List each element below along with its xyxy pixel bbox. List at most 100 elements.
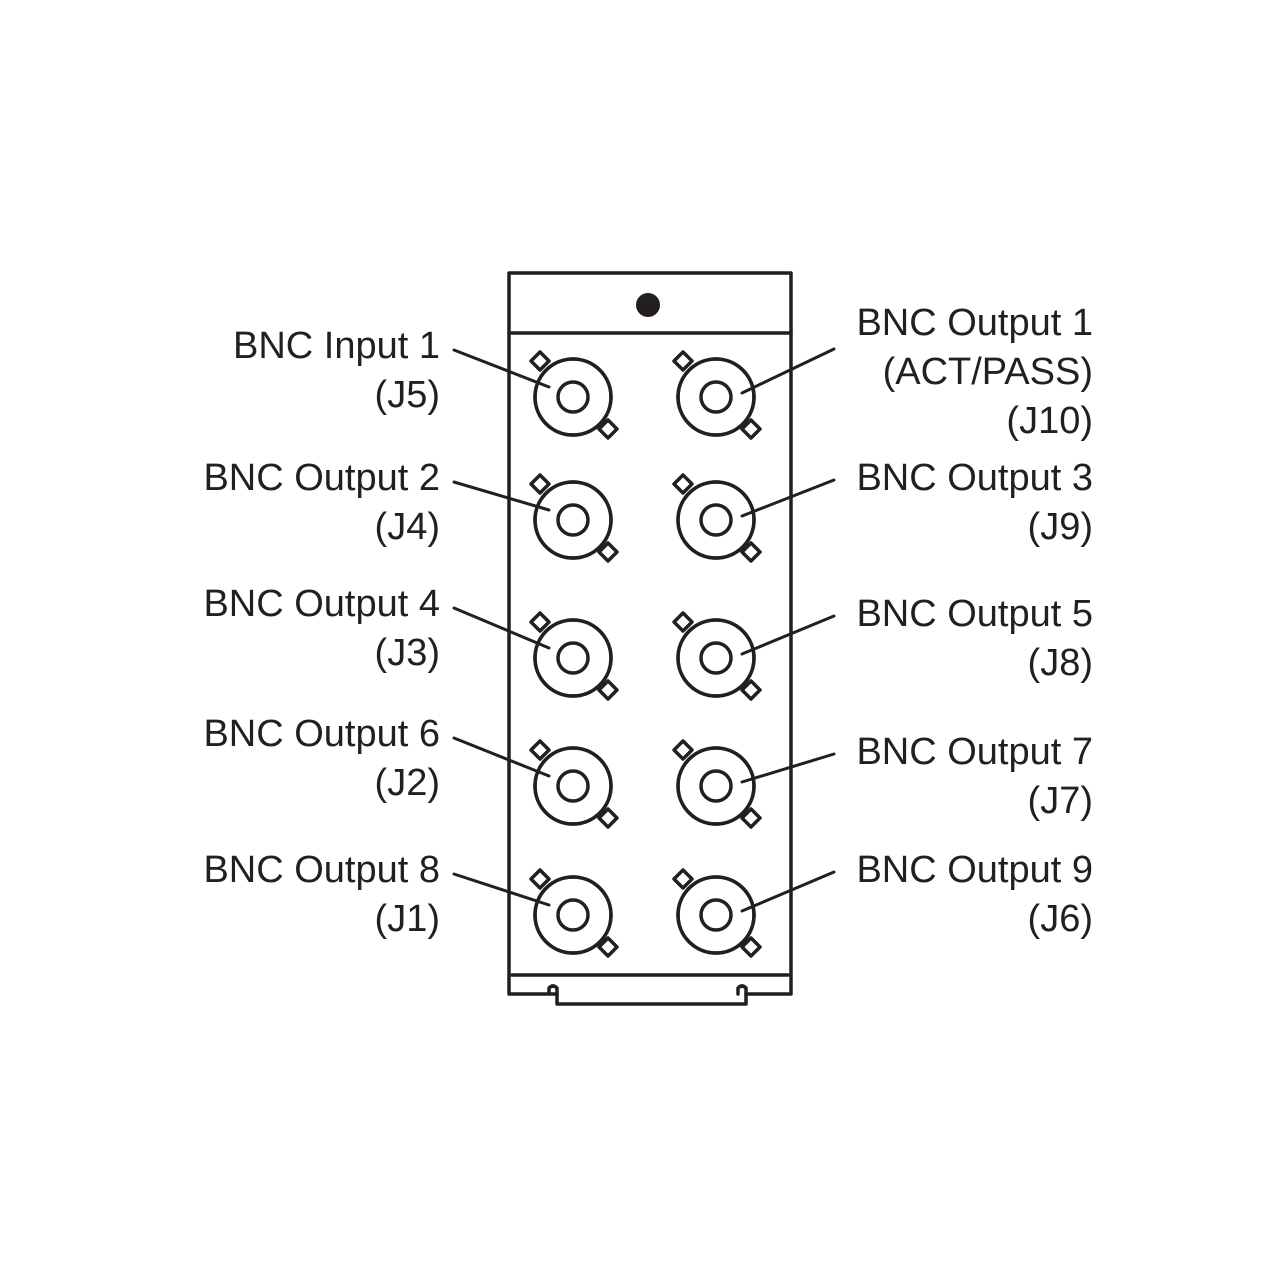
connector-designator: (J1) <box>375 898 440 940</box>
connector-name: BNC Output 6 <box>203 713 440 755</box>
bnc-center-pin <box>699 503 733 537</box>
bnc-bayonet-tab <box>672 739 694 761</box>
connector-label-left-4: BNC Output 6 (J2) <box>203 713 440 804</box>
bnc-bayonet-tab <box>597 679 619 701</box>
bnc-bayonet-tab <box>672 473 694 495</box>
connector-name: BNC Output 7 <box>856 731 1093 773</box>
bnc-bayonet-tab <box>597 541 619 563</box>
bnc-ring-overlay <box>676 357 756 437</box>
rear-panel <box>507 271 793 1006</box>
connector-name: BNC Output 4 <box>203 583 440 625</box>
bnc-ring-overlay <box>676 746 756 826</box>
bnc-center-pin <box>556 769 590 803</box>
bnc-bayonet-tab <box>672 350 694 372</box>
connector-designator: (J6) <box>1028 898 1093 940</box>
bnc-center-pin <box>556 380 590 414</box>
bnc-connector-icon <box>529 611 619 701</box>
panel-outline <box>507 271 793 1006</box>
connector-designator: (J8) <box>1028 642 1093 684</box>
bnc-ring-overlay <box>676 480 756 560</box>
bnc-connector-icon <box>529 473 619 563</box>
connector-name: BNC Output 9 <box>856 849 1093 891</box>
connector-designator: (J3) <box>375 632 440 674</box>
connector-name: BNC Output 1 <box>856 302 1093 344</box>
connector-designator: (J9) <box>1028 506 1093 548</box>
connector-designator: (ACT/PASS) <box>883 351 1093 393</box>
bnc-ring-overlay <box>533 618 613 698</box>
connector-name: BNC Input 1 <box>233 325 440 367</box>
bnc-connector-icon <box>529 868 619 958</box>
connector-label-right-3: BNC Output 5 (J8) <box>856 593 1093 684</box>
connector-label-left-2: BNC Output 2 (J4) <box>203 457 440 548</box>
connector-label-right-1: BNC Output 1 (ACT/PASS) (J10) <box>856 302 1093 442</box>
connector-right-4: BNC Output 7 (J7) <box>672 731 1093 829</box>
bnc-bayonet-tab <box>740 418 762 440</box>
bnc-bayonet-tab <box>740 936 762 958</box>
leader-line <box>452 606 551 650</box>
bnc-center-pin <box>699 769 733 803</box>
bnc-bayonet-tab <box>597 807 619 829</box>
mounting-hole-icon <box>636 293 660 317</box>
bnc-ring-overlay <box>676 618 756 698</box>
bnc-bayonet-tab <box>672 611 694 633</box>
connector-designator: (J5) <box>375 374 440 416</box>
bnc-connector-icon <box>672 473 762 563</box>
connector-name: BNC Output 8 <box>203 849 440 891</box>
connector-name: BNC Output 5 <box>856 593 1093 635</box>
bnc-ring-overlay <box>533 875 613 955</box>
bnc-center-pin <box>556 503 590 537</box>
leader-line <box>740 752 836 784</box>
connector-label-right-5: BNC Output 9 (J6) <box>856 849 1093 940</box>
bnc-connector-icon <box>529 350 619 440</box>
right-connector-column: BNC Output 1 (ACT/PASS) (J10) BNC Output 3 (… <box>672 302 1093 958</box>
bnc-bayonet-tab <box>597 936 619 958</box>
panel-notch-right <box>736 984 748 996</box>
connector-left-4: BNC Output 6 (J2) <box>203 713 619 829</box>
bnc-center-pin <box>699 380 733 414</box>
connector-right-1: BNC Output 1 (ACT/PASS) (J10) <box>672 302 1093 442</box>
bnc-bayonet-tab <box>740 679 762 701</box>
connector-right-2: BNC Output 3 (J9) <box>672 457 1093 563</box>
connector-designator: (J2) <box>375 762 440 804</box>
connector-label-right-2: BNC Output 3 (J9) <box>856 457 1093 548</box>
bnc-ring-overlay <box>533 357 613 437</box>
connector-left-1: BNC Input 1 (J5) <box>233 325 619 440</box>
bnc-bayonet-tab <box>740 541 762 563</box>
connector-right-3: BNC Output 5 (J8) <box>672 593 1093 701</box>
connector-label-left-3: BNC Output 4 (J3) <box>203 583 440 674</box>
connector-name: BNC Output 2 <box>203 457 440 499</box>
leader-line <box>740 614 836 656</box>
panel-notch-left <box>547 984 559 996</box>
left-connector-column: BNC Input 1(J5)BNC Output 2(J4)BNC Outpu… <box>203 325 619 958</box>
bnc-ring-overlay <box>533 746 613 826</box>
bnc-connector-icon <box>529 739 619 829</box>
bnc-bayonet-tab <box>529 350 551 372</box>
bnc-bayonet-tab <box>529 473 551 495</box>
bnc-bayonet-tab <box>672 868 694 890</box>
connector-designator: (J7) <box>1028 780 1093 822</box>
bnc-connector-icon <box>672 350 762 440</box>
bnc-bayonet-tab <box>597 418 619 440</box>
connector-label-left-5: BNC Output 8 (J1) <box>203 849 440 940</box>
leader-line <box>452 872 551 907</box>
bnc-center-pin <box>699 641 733 675</box>
bnc-connector-icon <box>672 739 762 829</box>
connector-right-5: BNC Output 9 (J6) <box>672 849 1093 958</box>
bnc-center-pin <box>699 898 733 932</box>
bnc-connector-icon <box>672 868 762 958</box>
leader-line <box>452 348 551 389</box>
leader-line <box>740 870 836 913</box>
connector-designator: (J4) <box>375 506 440 548</box>
connector-label-left-1: BNC Input 1 (J5) <box>233 325 440 416</box>
leader-line <box>740 347 836 395</box>
leader-line <box>452 480 551 512</box>
bnc-ring-overlay <box>676 875 756 955</box>
bnc-bayonet-tab <box>740 807 762 829</box>
connector-left-2: BNC Output 2 (J4) <box>203 457 619 563</box>
bnc-bayonet-tab <box>529 611 551 633</box>
connector-designator: (J10) <box>1006 400 1093 442</box>
connector-name: BNC Output 3 <box>856 457 1093 499</box>
bnc-bayonet-tab <box>529 868 551 890</box>
